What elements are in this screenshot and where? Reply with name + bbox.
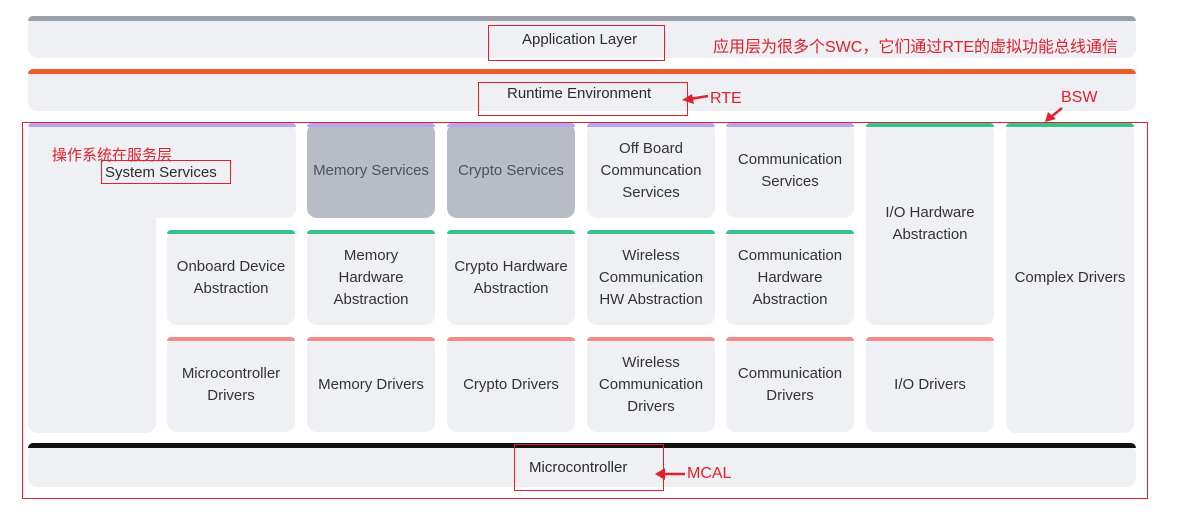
- wireless-hw-abstraction-tile: Wireless Communication HW Abstraction: [587, 230, 715, 325]
- system-services-accent: [28, 123, 296, 127]
- bsw-highlight-box: [22, 122, 1148, 499]
- memory-hw-label: Memory Hardware Abstraction: [333, 246, 409, 308]
- communication-drivers-accent: [726, 337, 854, 341]
- rte-bar: [28, 69, 1136, 111]
- crypto-services-tile: Crypto Services: [447, 123, 575, 218]
- offboard-services-label: Off Board Communcation Services: [600, 139, 702, 201]
- microcontroller-label: Microcontroller: [529, 459, 628, 476]
- communication-drivers-tile: Communication Drivers: [726, 337, 854, 432]
- memory-services-tile: Memory Services: [307, 123, 435, 218]
- communication-services-tile: Communication Services: [726, 123, 854, 218]
- offboard-services-tile: Off Board Communcation Services: [587, 123, 715, 218]
- crypto-drivers-label: Crypto Drivers: [463, 375, 559, 393]
- crypto-services-accent: [447, 123, 575, 127]
- io-hw-abstraction-accent: [866, 123, 994, 127]
- wireless-hw-accent: [587, 230, 715, 234]
- onboard-device-accent: [167, 230, 295, 234]
- memory-drivers-tile: Memory Drivers: [307, 337, 435, 432]
- io-hw-abstraction-label: I/O Hardware Abstraction: [885, 204, 975, 243]
- onboard-device-abstraction-tile: Onboard Device Abstraction: [167, 230, 295, 325]
- crypto-drivers-tile: Crypto Drivers: [447, 337, 575, 432]
- mcal-arrow-icon: [655, 468, 685, 480]
- microcontroller-drivers-label: Microcontroller Drivers: [181, 364, 281, 404]
- system-services-column: [28, 180, 156, 433]
- microcontroller-bar: [28, 443, 1136, 487]
- crypto-services-label: Crypto Services: [458, 161, 564, 179]
- application-note-text: 应用层为很多个SWC，它们通过RTE的虚拟功能总线通信: [713, 39, 1119, 56]
- microcontroller-highlight-box: [514, 444, 664, 491]
- communication-drivers-label: Communication Drivers: [737, 364, 843, 404]
- memory-hw-accent: [307, 230, 435, 234]
- wireless-drivers-tile: Wireless Communication Drivers: [587, 337, 715, 432]
- application-layer-bar: [28, 16, 1136, 58]
- crypto-drivers-accent: [447, 337, 575, 341]
- memory-drivers-accent: [307, 337, 435, 341]
- io-drivers-label: I/O Drivers: [894, 375, 966, 393]
- memory-services-label: Memory Services: [313, 161, 429, 179]
- crypto-hw-accent: [447, 230, 575, 234]
- microcontroller-accent: [28, 443, 1136, 448]
- wireless-drivers-label: Wireless Communication Drivers: [598, 353, 704, 415]
- memory-services-accent: [307, 123, 435, 127]
- io-drivers-accent: [866, 337, 994, 341]
- rte-arrow-icon: [682, 94, 709, 104]
- crypto-hw-abstraction-tile: Crypto Hardware Abstraction: [447, 230, 575, 325]
- rte-accent: [28, 69, 1136, 74]
- communication-services-label: Communication Services: [737, 150, 843, 190]
- application-layer-label: Application Layer: [522, 31, 638, 48]
- bsw-annotation-text: BSW: [1061, 89, 1098, 106]
- communication-hw-abstraction-tile: Communication Hardware Abstraction: [726, 230, 854, 325]
- rte-label: Runtime Environment: [507, 85, 652, 102]
- communication-hw-label: Communication Hardware Abstraction: [737, 246, 843, 308]
- offboard-services-accent: [587, 123, 715, 127]
- microcontroller-drivers-accent: [167, 337, 295, 341]
- complex-drivers-tile: Complex Drivers: [1006, 123, 1134, 433]
- microcontroller-drivers-tile: Microcontroller Drivers: [167, 337, 295, 432]
- rte-annotation-text: RTE: [710, 90, 742, 107]
- io-hw-abstraction-tile: I/O Hardware Abstraction: [866, 123, 994, 325]
- onboard-device-label: Onboard Device Abstraction: [176, 257, 286, 297]
- system-services-label: System Services: [105, 164, 217, 181]
- wireless-drivers-accent: [587, 337, 715, 341]
- complex-drivers-label: Complex Drivers: [1014, 269, 1126, 286]
- crypto-hw-label: Crypto Hardware Abstraction: [454, 257, 568, 297]
- io-drivers-tile: I/O Drivers: [866, 337, 994, 432]
- mcal-annotation-text: MCAL: [687, 465, 732, 482]
- memory-hw-abstraction-tile: Memory Hardware Abstraction: [307, 230, 435, 325]
- communication-hw-accent: [726, 230, 854, 234]
- os-service-layer-text: 操作系统在服务层: [52, 147, 173, 164]
- communication-services-accent: [726, 123, 854, 127]
- wireless-hw-label: Wireless Communication HW Abstraction: [598, 246, 704, 308]
- complex-drivers-accent: [1006, 123, 1134, 127]
- memory-drivers-label: Memory Drivers: [318, 375, 424, 393]
- system-services-highlight-box: [101, 160, 231, 184]
- application-layer-highlight-box: [488, 25, 665, 61]
- application-layer-accent: [28, 16, 1136, 21]
- bsw-arrow-icon: [1045, 107, 1063, 122]
